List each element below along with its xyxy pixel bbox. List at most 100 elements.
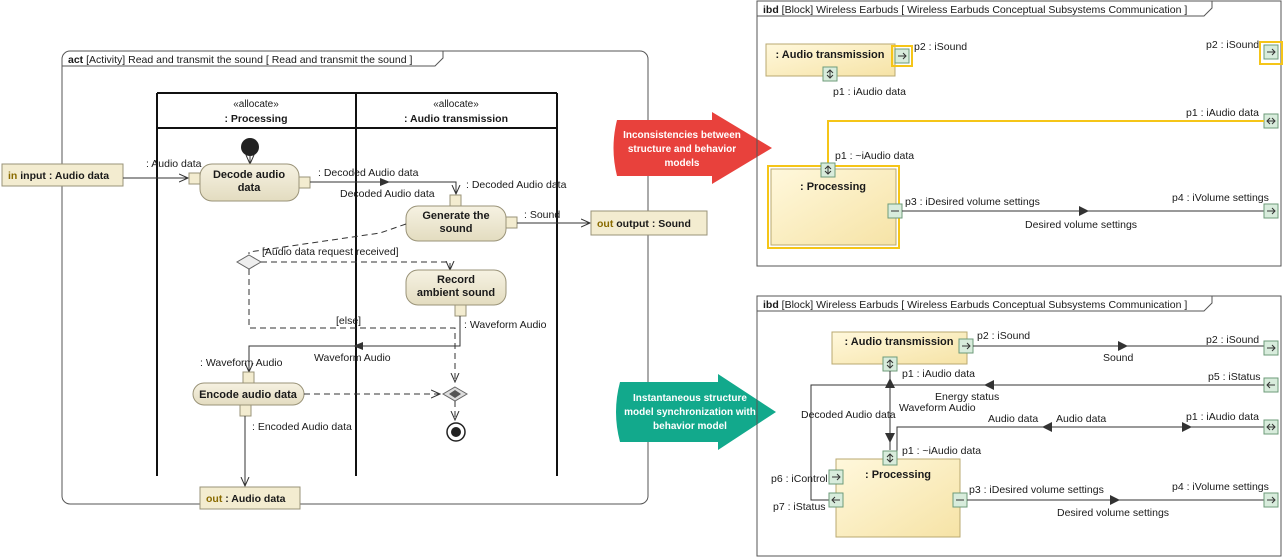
- ibd-bottom-processing-label: : Processing: [865, 469, 931, 481]
- teal-callout-line1: Instantaneous structure: [633, 393, 747, 404]
- pin-waveform-in-label: : Waveform Audio: [200, 357, 283, 369]
- swimlanes: [156, 92, 558, 476]
- pin-generate-out[interactable]: [505, 216, 518, 229]
- input-param-keyword: in: [8, 170, 17, 182]
- output-sound-name: output : Sound: [616, 218, 691, 230]
- output-parameter-sound[interactable]: [590, 210, 708, 236]
- pin-decode-out[interactable]: [298, 176, 311, 189]
- activity-diagram: act [Activity] Read and transmit the sou…: [1, 50, 708, 510]
- ibd-top-p3-label: p3 : iDesired volume settings: [905, 196, 1040, 208]
- red-callout-line2: structure and behavior: [628, 144, 736, 155]
- output-audio-name: : Audio data: [225, 493, 285, 505]
- lane1-name[interactable]: : Processing: [224, 113, 287, 125]
- ibd-top: ibd [Block] Wireless Earbuds [ Wireless …: [756, 0, 1283, 267]
- pin-encode-out[interactable]: [239, 404, 252, 417]
- svg-text:out output : Sound: out output : Sound: [597, 218, 691, 230]
- teal-callout-line3: behavior model: [653, 421, 727, 432]
- ibd-bottom-p5-label: p5 : iStatus: [1208, 371, 1261, 383]
- encode-label: Encode audio data: [199, 389, 298, 401]
- output-audio-keyword: out: [206, 493, 223, 505]
- ibd-top-p4-label: p4 : iVolume settings: [1172, 192, 1269, 204]
- record-label-line2: ambient sound: [417, 287, 495, 299]
- ibd-top-boundary-p2-highlight: [1259, 41, 1283, 65]
- ibd-bottom-p7-label: p7 : iStatus: [773, 501, 826, 513]
- ibd-top-p1-conj-label: p1 : ~iAudio data: [835, 150, 914, 162]
- initial-node[interactable]: [241, 138, 259, 156]
- pin-encoded-label: : Encoded Audio data: [252, 421, 352, 433]
- flow-decoded-label: Decoded Audio data: [340, 188, 435, 200]
- activity-frame-kind: act: [68, 54, 84, 66]
- ibd-bottom-flow-waveform: Waveform Audio: [899, 402, 976, 414]
- ibd-bottom-flow-decoded: Decoded Audio data: [801, 409, 896, 421]
- red-callout-arrow: Inconsistencies between structure and be…: [613, 112, 772, 184]
- decode-label-line1: Decode audio: [213, 169, 285, 181]
- ibd-bottom-p1-label: p1 : iAudio data: [902, 368, 975, 380]
- ibd-bottom-flow-sound: Sound: [1103, 352, 1134, 364]
- pin-decode-in[interactable]: [188, 172, 201, 185]
- record-label-line1: Record: [437, 274, 475, 286]
- pin-decoded-in-label: : Decoded Audio data: [466, 179, 567, 191]
- lane2-name[interactable]: : Audio transmission: [404, 113, 508, 125]
- pin-generate-in[interactable]: [449, 194, 462, 207]
- generate-label-line2: sound: [440, 223, 473, 235]
- ibd-bottom-title: [Block] Wireless Earbuds [ Wireless Earb…: [782, 299, 1188, 311]
- pin-waveform-out-label: : Waveform Audio: [464, 319, 547, 331]
- pin-encode-in[interactable]: [242, 371, 255, 384]
- ibd-top-processing-part[interactable]: [770, 168, 897, 246]
- ibd-top-kind: ibd: [763, 4, 779, 16]
- ibd-top-processing-label: : Processing: [800, 181, 866, 193]
- activity-frame-tab: [62, 51, 444, 67]
- svg-text:out : Audio data: out : Audio data: [206, 493, 286, 505]
- svg-text:ibd [Block] Wireless Earbuds [: ibd [Block] Wireless Earbuds [ Wireless …: [763, 299, 1187, 311]
- decode-label-line2: data: [238, 182, 262, 194]
- activity-frame: [61, 50, 649, 505]
- ibd-bottom-processing-part[interactable]: [835, 458, 961, 538]
- teal-callout-arrow: Instantaneous structure model synchroniz…: [616, 374, 776, 450]
- flow-waveform-label: Waveform Audio: [314, 352, 391, 364]
- pin-sound-label: : Sound: [524, 209, 560, 221]
- ibd-bottom-flow-energy: Energy status: [935, 391, 999, 403]
- decision-node[interactable]: [236, 254, 262, 270]
- pin-record-out[interactable]: [454, 304, 467, 317]
- ibd-top-frame: [756, 0, 1282, 267]
- ibd-top-p2-label: p2 : iSound: [914, 41, 967, 53]
- ibd-bottom-flow-audio1: Audio data: [988, 413, 1038, 425]
- red-callout-line1: Inconsistencies between: [623, 130, 741, 141]
- ibd-bottom-kind: ibd: [763, 299, 779, 311]
- input-param-name: input : Audio data: [20, 170, 109, 182]
- ibd-bottom-p1-conj-label: p1 : ~iAudio data: [902, 445, 981, 457]
- ibd-bottom-p2-right-label: p2 : iSound: [1206, 334, 1259, 346]
- ibd-top-audio-tx-label: : Audio transmission: [776, 49, 885, 61]
- input-parameter-node[interactable]: [1, 163, 124, 187]
- ibd-top-p2-port-highlight: [891, 45, 913, 67]
- guard-else-label: [else]: [336, 315, 361, 327]
- ibd-bottom-p3-label: p3 : iDesired volume settings: [969, 484, 1104, 496]
- ibd-bottom-flow-desired: Desired volume settings: [1057, 507, 1169, 519]
- lane1-stereotype: «allocate»: [233, 99, 279, 110]
- teal-callout-line2: model synchronization with: [624, 407, 756, 418]
- ibd-bottom-p6-label: p6 : iControl: [771, 473, 828, 485]
- lane2-stereotype: «allocate»: [433, 99, 479, 110]
- ibd-bottom-audio-tx-label: : Audio transmission: [845, 336, 954, 348]
- ibd-top-p1-label: p1 : iAudio data: [833, 86, 906, 98]
- output-sound-keyword: out: [597, 218, 614, 230]
- svg-text:ibd [Block] Wireless Earbuds [: ibd [Block] Wireless Earbuds [ Wireless …: [763, 4, 1187, 16]
- ibd-top-p1-right-label: p1 : iAudio data: [1186, 107, 1259, 119]
- ibd-top-title: [Block] Wireless Earbuds [ Wireless Earb…: [782, 4, 1188, 16]
- ibd-bottom-p1-right-label: p1 : iAudio data: [1186, 411, 1259, 423]
- svg-text:act [Activity] Read and transm: act [Activity] Read and transmit the sou…: [68, 54, 412, 66]
- svg-text:in input : Audio data: in input : Audio data: [8, 170, 109, 182]
- ibd-bottom: ibd [Block] Wireless Earbuds [ Wireless …: [756, 295, 1282, 557]
- ibd-bottom-p2-label: p2 : iSound: [977, 330, 1030, 342]
- guard-request-label: [Audio data request received]: [262, 246, 399, 258]
- generate-label-line1: Generate the: [422, 210, 489, 222]
- ibd-bottom-flow-audio2: Audio data: [1056, 413, 1106, 425]
- output-parameter-audio-data[interactable]: [199, 486, 301, 510]
- activity-frame-title: [Activity] Read and transmit the sound […: [86, 54, 412, 66]
- pin-audio-data-in-label: : Audio data: [146, 158, 202, 170]
- ibd-top-highlighted-connector[interactable]: [827, 120, 1264, 163]
- ibd-bottom-frame: [756, 295, 1282, 557]
- ibd-bottom-p4-label: p4 : iVolume settings: [1172, 481, 1269, 493]
- ibd-top-p2-right-label: p2 : iSound: [1206, 39, 1259, 51]
